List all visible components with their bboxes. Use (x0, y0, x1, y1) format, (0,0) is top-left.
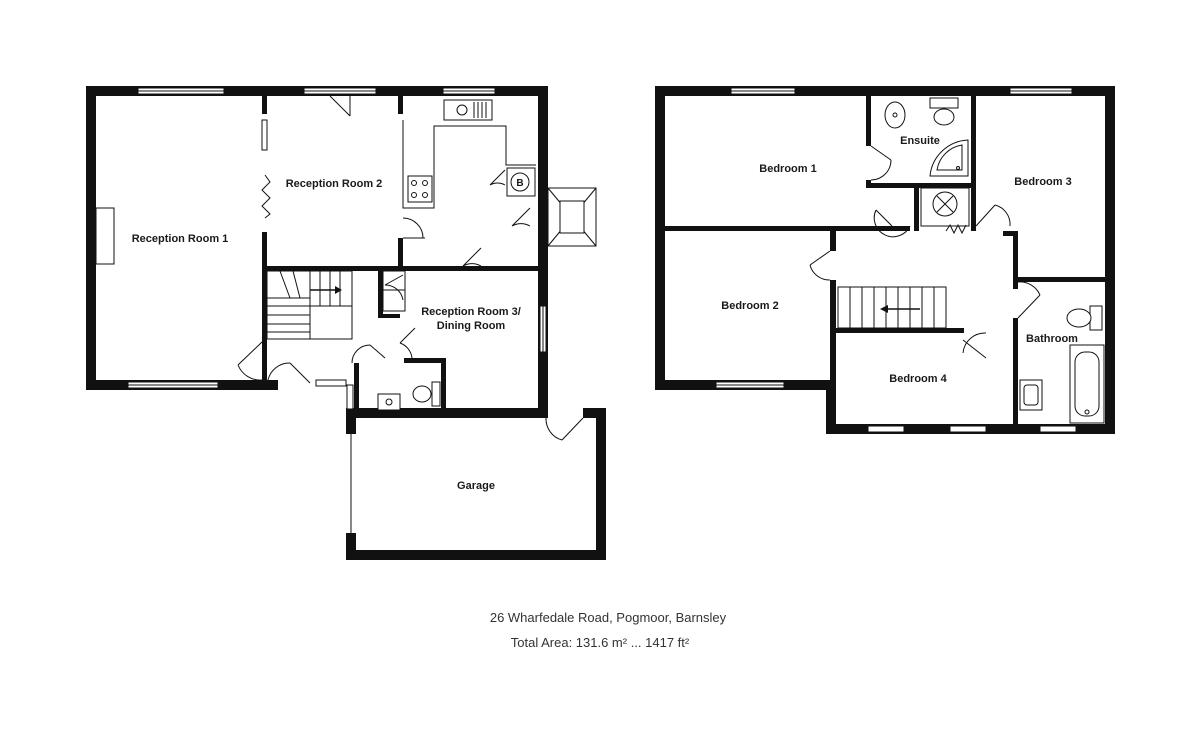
total-area: Total Area: 131.6 m² ... 1417 ft² (511, 635, 690, 650)
property-address: 26 Wharfedale Road, Pogmoor, Barnsley (490, 610, 727, 625)
garage-label: Garage (457, 480, 495, 492)
bedroom-2-label: Bedroom 2 (721, 300, 778, 312)
reception-room-3-label-line2: Dining Room (437, 320, 506, 332)
ensuite-label: Ensuite (900, 135, 940, 147)
first-floor-plan: Bedroom 1 Bedroom 2 Bedroom 3 Bedroom 4 … (655, 86, 1115, 434)
bedroom-4-label: Bedroom 4 (889, 373, 947, 385)
bathroom-label: Bathroom (1026, 333, 1078, 345)
boiler-symbol: B (516, 178, 523, 189)
reception-room-2-label: Reception Room 2 (286, 178, 383, 190)
reception-room-1-label: Reception Room 1 (132, 233, 229, 245)
bedroom-1-label: Bedroom 1 (759, 163, 816, 175)
reception-room-3-label-line1: Reception Room 3/ (421, 306, 521, 318)
bedroom-3-label: Bedroom 3 (1014, 176, 1071, 188)
ground-floor-plan: B Reception Room 1 Reception Room 2 (86, 86, 606, 560)
